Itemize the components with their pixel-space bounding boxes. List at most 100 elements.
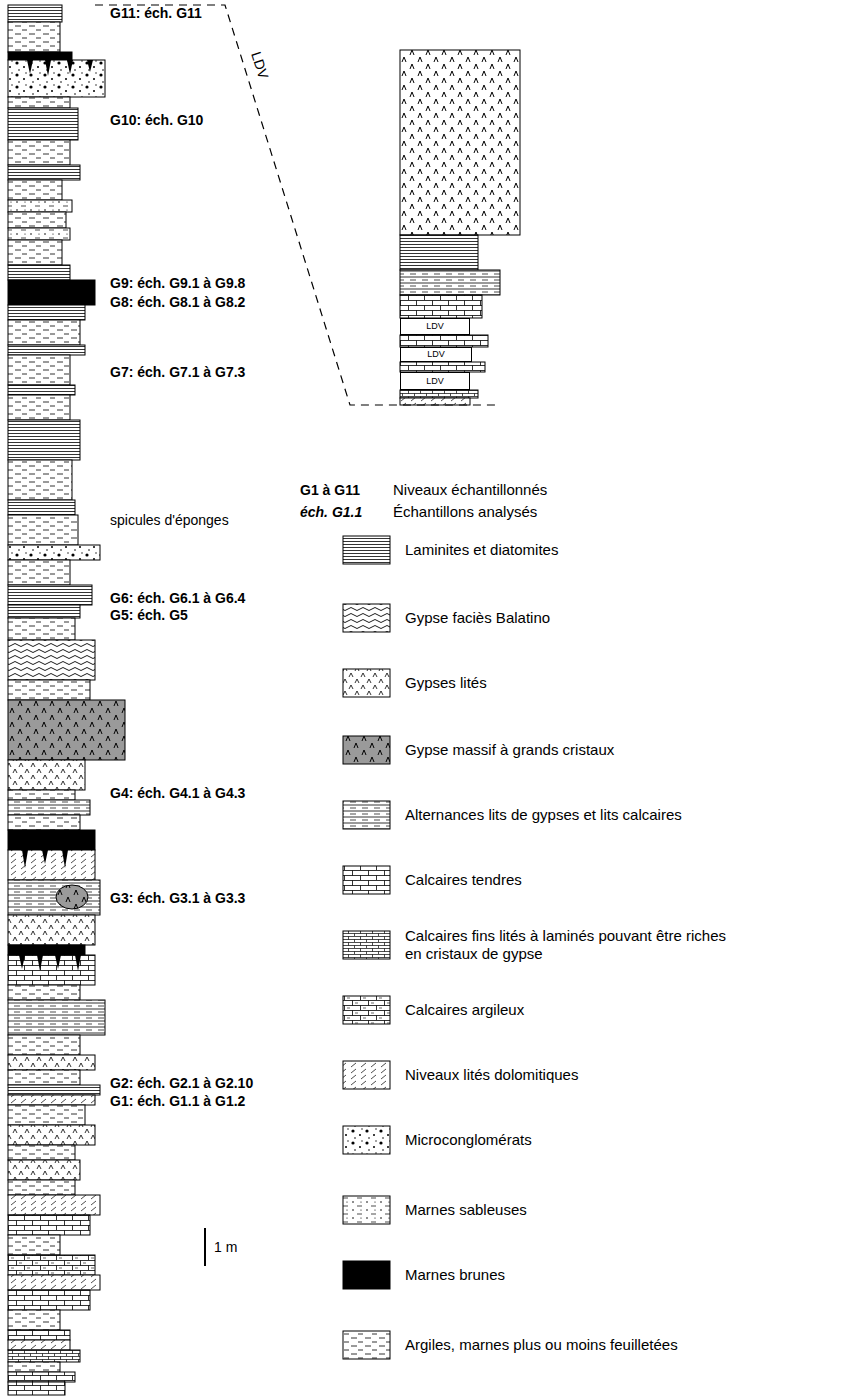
rock-bed xyxy=(8,5,62,22)
rock-bed xyxy=(8,385,75,395)
rock-bed xyxy=(8,1382,65,1395)
rock-bed xyxy=(400,335,488,347)
crack-mark xyxy=(42,850,48,864)
rock-bed xyxy=(8,850,95,880)
zoom-label: LDV xyxy=(248,49,272,80)
rock-bed xyxy=(8,815,80,830)
rock-bed xyxy=(8,22,60,52)
sample-label: G3: éch. G3.1 à G3.3 xyxy=(110,890,245,907)
legend-text: Niveaux échantillonnés xyxy=(393,481,547,499)
legend-text: Laminites et diatomites xyxy=(405,541,558,559)
legend-text: Marnes brunes xyxy=(405,1266,505,1284)
rock-bed xyxy=(8,1070,80,1085)
rock-bed xyxy=(8,52,72,60)
rock-bed xyxy=(8,165,80,180)
legend-text: Gypse massif à grands cristaux xyxy=(405,741,614,759)
rock-bed xyxy=(8,1255,95,1275)
sample-label: G11: éch. G11 xyxy=(110,5,202,22)
crack-mark xyxy=(19,955,25,969)
legend-swatches xyxy=(343,536,390,1359)
legend-swatch xyxy=(343,736,390,764)
inset-column xyxy=(400,50,520,405)
legend-swatch xyxy=(343,996,390,1024)
rock-bed xyxy=(400,50,520,235)
rock-bed xyxy=(8,880,100,915)
legend-text: Échantillons analysés xyxy=(393,503,537,521)
legend-text: Alternances lits de gypses et lits calca… xyxy=(405,806,682,824)
rock-bed xyxy=(8,60,105,97)
rock-bed xyxy=(8,1055,95,1070)
rock-bed xyxy=(8,140,70,165)
legend-text: Microconglomérats xyxy=(405,1131,532,1149)
rock-bed xyxy=(8,1310,60,1330)
rock-bed xyxy=(400,398,470,405)
sample-label: G2: éch. G2.1 à G2.10 xyxy=(110,1075,253,1092)
rock-bed xyxy=(8,240,62,265)
legend-text: Marnes sableuses xyxy=(405,1201,527,1219)
rock-bed xyxy=(8,395,70,420)
rock-bed xyxy=(400,390,478,398)
rock-bed xyxy=(8,618,75,640)
legend-text: Calcaires fins lités à laminés pouvant ê… xyxy=(405,927,735,963)
legend-text: Niveaux lités dolomitiques xyxy=(405,1066,578,1084)
rock-bed xyxy=(8,545,100,560)
rock-bed xyxy=(400,295,482,318)
sample-label: G4: éch. G4.1 à G4.3 xyxy=(110,785,245,802)
crack-mark xyxy=(27,60,33,74)
sample-label: G5: éch. G5 xyxy=(110,607,188,624)
rock-bed xyxy=(8,680,90,700)
crack-mark xyxy=(45,60,51,76)
rock-bed xyxy=(8,460,72,500)
rock-bed xyxy=(8,1235,60,1255)
ldv-bed: LDV xyxy=(400,318,470,335)
rock-bed xyxy=(8,955,95,985)
rock-bed xyxy=(8,1035,80,1055)
rock-bed xyxy=(8,1160,80,1180)
rock-bed xyxy=(8,760,85,790)
rock-bed xyxy=(8,515,78,545)
rock-bed xyxy=(8,1085,100,1095)
legend-swatch xyxy=(343,801,390,829)
rock-bed xyxy=(8,1095,95,1105)
scale-bar xyxy=(204,1228,206,1266)
rock-bed xyxy=(8,1372,75,1382)
crack-mark xyxy=(87,60,93,72)
crack-mark xyxy=(22,850,28,868)
rock-bed xyxy=(8,212,66,228)
rock-bed xyxy=(8,1000,105,1035)
rock-bed xyxy=(8,1105,85,1125)
rock-bed xyxy=(400,362,485,372)
legend-text: Gypses lités xyxy=(405,674,487,692)
sample-label: G1: éch. G1.1 à G1.2 xyxy=(110,1093,245,1110)
ldv-bed: LDV xyxy=(400,372,470,390)
rock-bed xyxy=(8,1330,70,1340)
rock-bed xyxy=(8,700,125,760)
crack-mark xyxy=(62,850,68,868)
sample-label: G1 à G11 xyxy=(300,482,360,499)
rock-bed xyxy=(8,830,95,850)
bed-label: LDV xyxy=(426,322,444,331)
rock-bed xyxy=(8,500,75,515)
sample-label: G6: éch. G6.1 à G6.4 xyxy=(110,590,245,607)
crack-mark xyxy=(55,955,61,969)
rock-bed xyxy=(8,1215,90,1235)
rock-bed xyxy=(8,560,70,585)
legend-swatch xyxy=(343,1261,390,1289)
sample-label: G9: éch. G9.1 à G9.8 xyxy=(110,275,245,292)
gypsum-nodule xyxy=(56,885,88,909)
rock-bed xyxy=(8,985,80,1000)
rock-bed xyxy=(8,1340,70,1350)
rock-bed xyxy=(8,345,85,355)
crack-mark xyxy=(37,955,43,971)
rock-bed xyxy=(8,228,70,240)
rock-bed xyxy=(8,97,70,108)
legend-text: Calcaires argileux xyxy=(405,1001,524,1019)
rock-bed xyxy=(8,305,85,320)
sample-label: G8: éch. G8.1 à G8.2 xyxy=(110,294,245,311)
bed-label: LDV xyxy=(427,350,445,359)
rock-bed xyxy=(8,420,80,460)
rock-bed xyxy=(8,180,62,200)
rock-bed xyxy=(8,200,72,212)
